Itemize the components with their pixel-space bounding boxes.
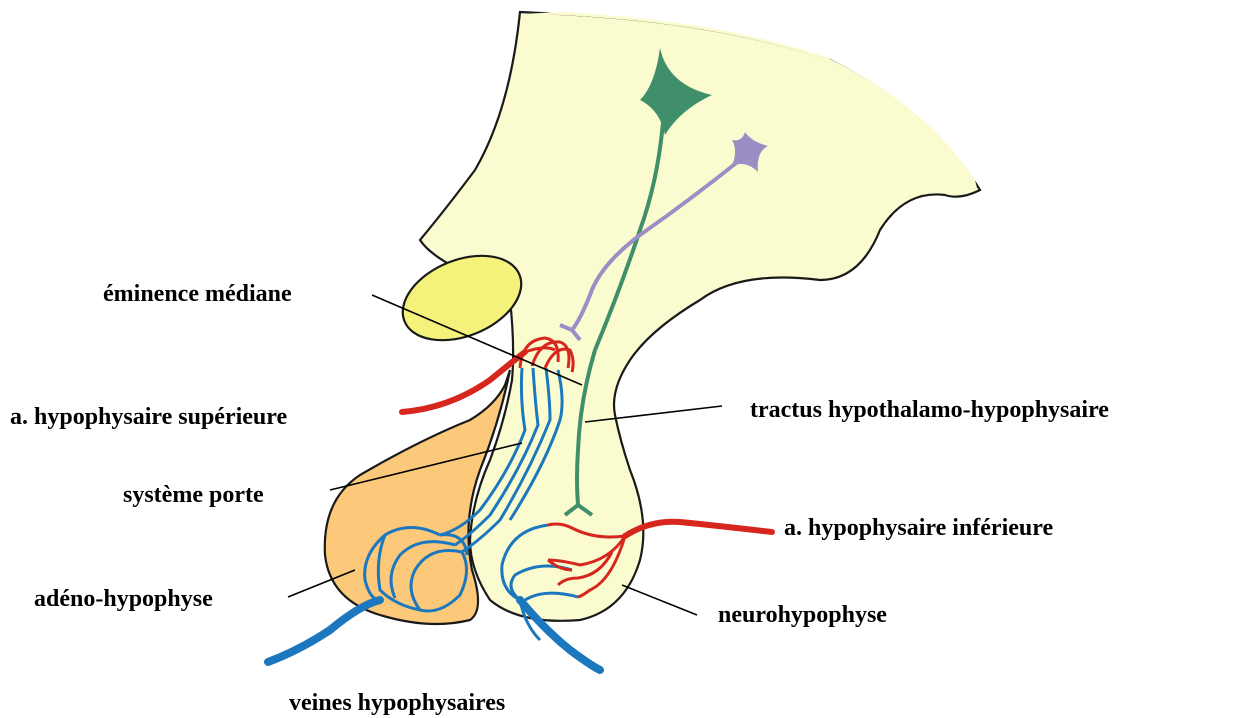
- label-artere-superieure: a. hypophysaire supérieure: [10, 404, 287, 430]
- inferior-artery-trunk: [625, 522, 772, 536]
- label-eminence-mediane: éminence médiane: [103, 281, 292, 307]
- label-systeme-porte: système porte: [123, 482, 264, 508]
- label-veines: veines hypophysaires: [289, 690, 505, 716]
- label-adenohypophyse: adéno-hypophyse: [34, 586, 213, 612]
- leader-neuro: [622, 585, 697, 615]
- vein-anterior: [268, 600, 380, 662]
- label-tractus: tractus hypothalamo-hypophysaire: [750, 397, 1109, 423]
- label-neurohypophyse: neurohypophyse: [718, 602, 887, 628]
- label-artere-inferieure: a. hypophysaire inférieure: [784, 515, 1053, 541]
